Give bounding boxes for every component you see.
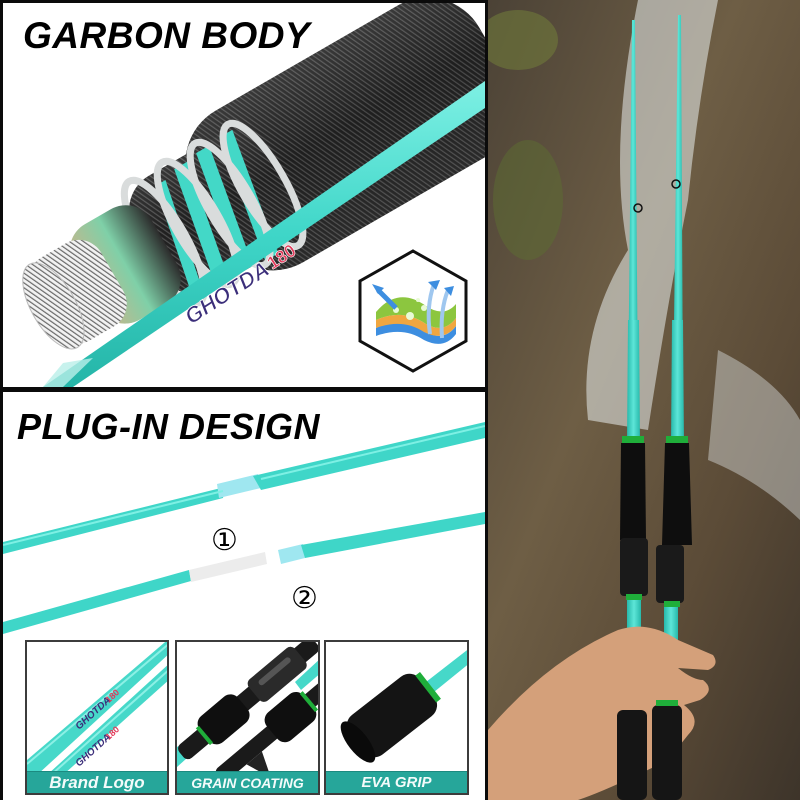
plug-in-design-panel: PLUG-IN DESIGN ① ② GHOTDA 180 GHOTDA 180	[3, 392, 485, 800]
grain-coating-label: GRAIN COATING	[177, 771, 318, 793]
product-photo	[488, 0, 800, 800]
feature-card-grain-coating: GRAIN COATING	[175, 640, 320, 795]
waterproof-breathable-layers-icon	[358, 249, 468, 373]
eva-grip-label: EVA GRIP	[326, 771, 467, 793]
feature-cards: GHOTDA 180 GHOTDA 180 Brand Logo	[25, 640, 470, 795]
feature-column: GHOTDA 180 GARBON BODY	[3, 3, 485, 800]
feature-card-eva-grip: EVA GRIP	[324, 640, 469, 795]
carbon-body-panel: GHOTDA 180 GARBON BODY	[3, 3, 485, 387]
step-1-marker: ①	[211, 523, 238, 558]
carbon-layers-illustration: GHOTDA 180	[22, 3, 485, 387]
rods-in-hand-waterfall-photo	[488, 0, 800, 800]
feature-card-brand-logo: GHOTDA 180 GHOTDA 180 Brand Logo	[25, 640, 169, 795]
step-2-marker: ②	[291, 581, 318, 616]
brand-logo-rods-image: GHOTDA 180 GHOTDA 180	[27, 642, 167, 775]
eva-grip-image	[340, 650, 467, 763]
plug-in-design-title: PLUG-IN DESIGN	[17, 406, 321, 447]
grain-coating-reel-seat-image	[177, 642, 318, 775]
carbon-body-title: GARBON BODY	[23, 15, 311, 56]
brand-logo-label: Brand Logo	[27, 771, 167, 793]
plug-in-joint-illustration	[3, 422, 485, 634]
